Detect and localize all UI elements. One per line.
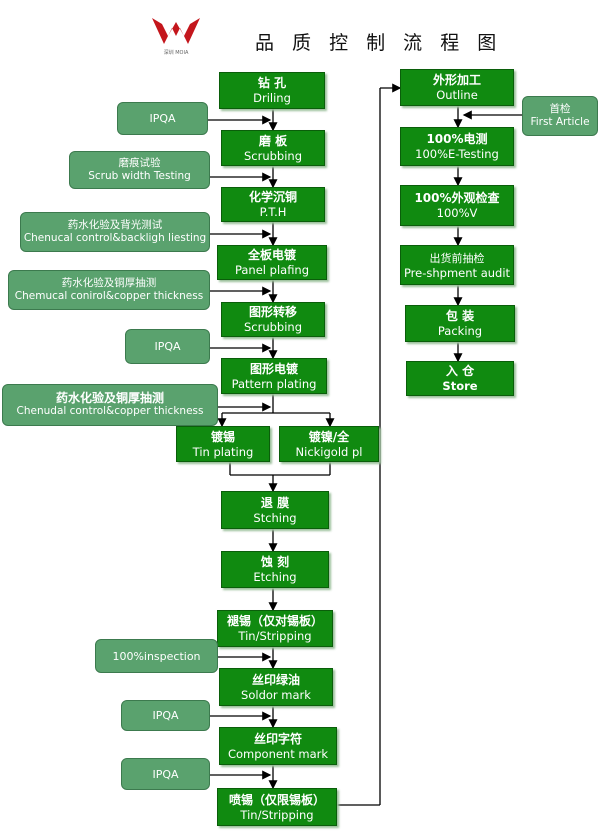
step-label-en: Pattern plating xyxy=(231,376,317,391)
step-label-cn: 图形转移 xyxy=(248,305,297,319)
check-label: IPQA xyxy=(154,340,181,353)
step-label-en: Nickigold pl xyxy=(295,444,363,459)
step-label-en: 100%E-Testing xyxy=(415,147,499,161)
step-tin-stripping: 褪锡（仅对锡板）Tin/Stripping xyxy=(217,610,333,647)
step-label-cn: 丝印字符 xyxy=(253,731,302,746)
step-label-cn: 丝印绿油 xyxy=(251,672,300,687)
step-label-cn: 退 膜 xyxy=(260,495,290,510)
step-label-cn: 磨 板 xyxy=(258,133,288,148)
check-label-cn: 首检 xyxy=(549,103,571,115)
step-label-en: Tin/Stripping xyxy=(238,629,312,643)
step-label-en: Scrubbing xyxy=(243,320,303,334)
step-label-en: Soldor mark xyxy=(241,687,311,702)
check-label-cn: 磨痕试验 xyxy=(118,157,161,169)
step-label-cn: 外形加工 xyxy=(432,73,481,87)
check-label-cn: 药水化验及铜厚抽测 xyxy=(61,277,157,289)
check-label-cn: 药水化验及铜厚抽测 xyxy=(55,391,164,405)
step-label-en: Store xyxy=(442,379,478,393)
step-label-en: Scrubbing xyxy=(243,148,303,163)
check-label-cn: 药水化验及背光测试 xyxy=(67,219,163,231)
step-label-en: Outline xyxy=(436,88,478,102)
step-label-en: Tin/Stripping xyxy=(240,807,314,822)
step-label-en: P.T.H xyxy=(259,205,287,219)
step-hot-air-leveling: 喷锡（仅限锡板）Tin/Stripping xyxy=(217,788,337,826)
check-label: 100%inspection xyxy=(112,649,201,663)
check-label: IPQA xyxy=(152,709,179,722)
step-label-en: Component mark xyxy=(227,746,329,761)
check-label-en: Chemucal conirol&copper thickness xyxy=(14,290,204,302)
step-label-en: Stching xyxy=(253,510,297,525)
step-label-cn: 蚀 刻 xyxy=(260,555,290,569)
check-ipqa: IPQA xyxy=(121,758,210,790)
check-ipqa: IPQA xyxy=(117,102,208,135)
check-label-en: Scrub width Testing xyxy=(88,170,191,182)
step-label-cn: 化学沉铜 xyxy=(248,190,297,204)
check-full-inspection: 100%inspection xyxy=(95,639,218,673)
step-label-en: Driling xyxy=(253,91,291,105)
step-label-cn: 100%外观检查 xyxy=(414,191,500,205)
step-label-cn: 出货前抽检 xyxy=(429,251,485,265)
step-label-en: 100%V xyxy=(436,206,478,220)
step-label-cn: 全板电镀 xyxy=(247,248,296,262)
step-label-en: Packing xyxy=(437,324,483,338)
step-label-en: Panel plafing xyxy=(234,263,310,277)
check-label-en: Chenucal control&backligh liesting xyxy=(23,232,207,244)
check-ipqa: IPQA xyxy=(125,329,210,364)
check-label-en: First Article xyxy=(530,116,590,128)
company-logo: 深圳 MOIA xyxy=(152,18,200,56)
svg-text:深圳 MOIA: 深圳 MOIA xyxy=(164,49,189,56)
step-label-en: Tin plating xyxy=(192,444,254,459)
step-label-cn: 镀镍/全 xyxy=(308,429,350,444)
step-label-cn: 包 装 xyxy=(445,309,475,323)
step-label-cn: 褪锡（仅对锡板） xyxy=(226,614,323,628)
check-label-en: Chenudal control&copper thickness xyxy=(16,405,204,417)
step-label-cn: 钻 孔 xyxy=(257,76,287,90)
step-label-cn: 镀锡 xyxy=(210,429,235,444)
check-label: IPQA xyxy=(152,767,179,781)
step-label-cn: 图形电镀 xyxy=(249,361,298,376)
step-label-cn: 100%电测 xyxy=(426,132,488,146)
step-label-en: Pre-shpment audit xyxy=(403,265,511,280)
page-title: 品 质 控 制 流 程 图 xyxy=(255,32,503,54)
step-label-cn: 喷锡（仅限锡板） xyxy=(228,792,325,807)
check-ipqa: IPQA xyxy=(121,700,210,731)
step-label-en: Etching xyxy=(253,570,297,584)
check-label: IPQA xyxy=(149,112,176,125)
step-label-cn: 入 仓 xyxy=(445,364,475,378)
